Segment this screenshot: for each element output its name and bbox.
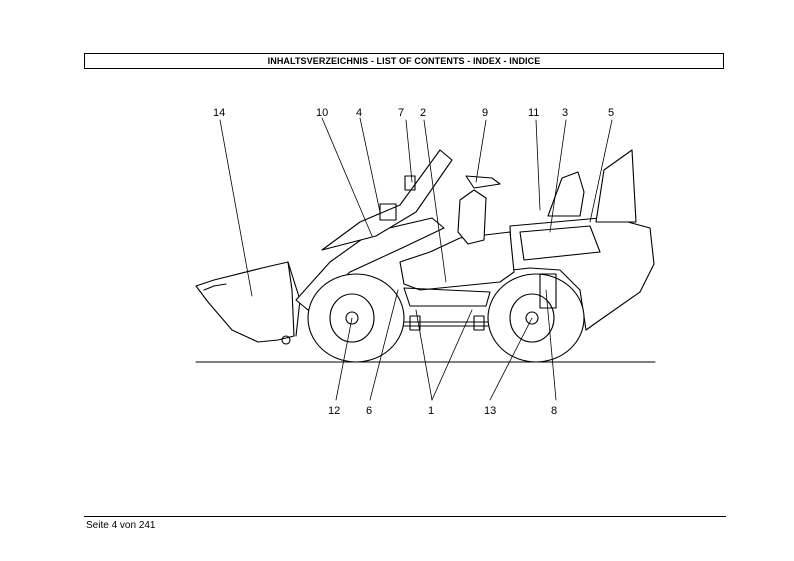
rear-wheel-hub [525,311,539,325]
callout-11: 11 [528,107,539,119]
front-wheel-tire [307,273,405,363]
callout-2: 2 [420,107,426,119]
shaft-joint-rear [473,315,485,331]
engine-cover [519,225,601,261]
callout-9: 9 [482,107,488,119]
middle-chassis [399,231,515,291]
callout-5: 5 [608,107,614,119]
rear-wheel-rim [509,293,555,343]
front-wheel-hub [345,311,359,325]
callout-13: 13 [484,405,496,417]
footer-divider [84,516,726,517]
lift-arm [321,149,453,251]
page-header-title: INHALTSVERZEICHNIS - LIST OF CONTENTS - … [84,53,724,69]
bucket [195,261,295,343]
callout-8: 8 [551,405,557,417]
callout-12: 12 [328,405,340,417]
arm-link [404,175,416,191]
callout-4: 4 [356,107,362,119]
callout-6: 6 [366,405,372,417]
callout-10: 10 [316,107,328,119]
bucket-edge [203,283,227,291]
steering-column [457,189,487,245]
front-wheel-rim [329,293,375,343]
steering-wheel [465,175,501,189]
bucket-pivot [281,335,291,345]
axle-housing [403,287,491,307]
rear-frame [595,149,637,223]
callout-1: 1 [428,405,434,417]
shaft-joint-front [409,315,421,331]
rear-wheel-tire [487,273,585,363]
seat [547,171,585,217]
callout-7: 7 [398,107,404,119]
callout-3: 3 [562,107,568,119]
callout-14: 14 [213,107,225,119]
page-number: Seite 4 von 241 [86,520,156,531]
